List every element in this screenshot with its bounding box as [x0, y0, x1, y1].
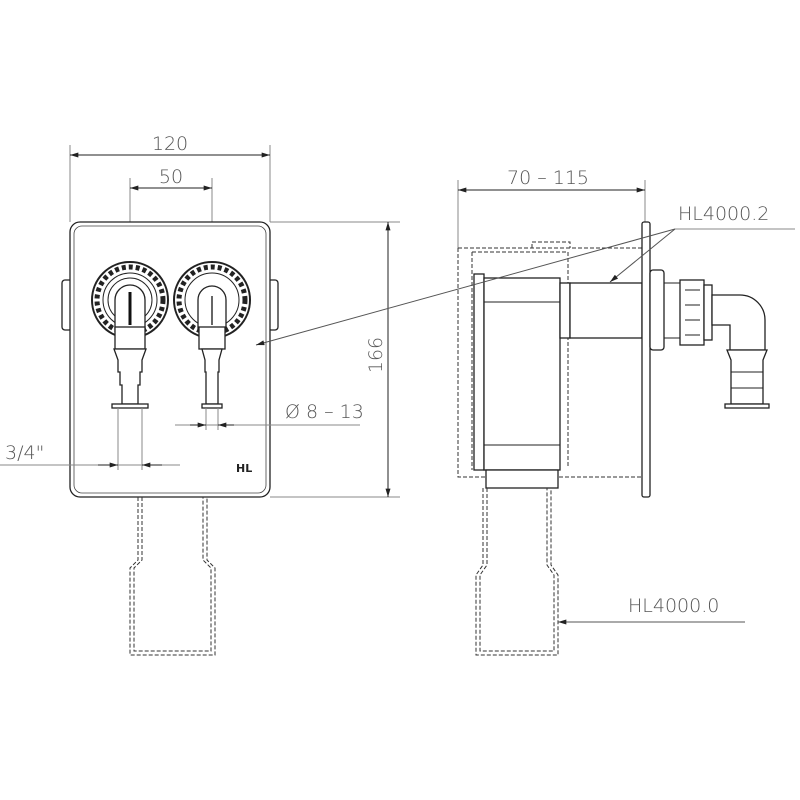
part-callouts: HL4000.2 HL4000.0: [255, 203, 795, 625]
dimension-height: 166: [365, 337, 387, 373]
label-hl4000-2: HL4000.2: [678, 203, 769, 225]
dimension-hose-diameter: Ø 8 – 13: [285, 401, 364, 423]
right-outlet: [173, 261, 251, 409]
logo: HL: [236, 462, 252, 475]
label-hl4000-0: HL4000.0: [628, 595, 719, 617]
dimension-width: 120: [152, 133, 188, 155]
dimension-thread: 3/4": [5, 442, 44, 464]
dimension-outlet-spacing: 50: [159, 166, 183, 188]
side-view: 70 – 115: [457, 167, 770, 656]
front-plate: [69, 221, 271, 498]
dimension-install-depth: 70 – 115: [507, 167, 589, 189]
front-view: HL 120 50 166 Ø 8 – 13 3/4": [0, 133, 400, 656]
left-outlet: [91, 261, 169, 409]
